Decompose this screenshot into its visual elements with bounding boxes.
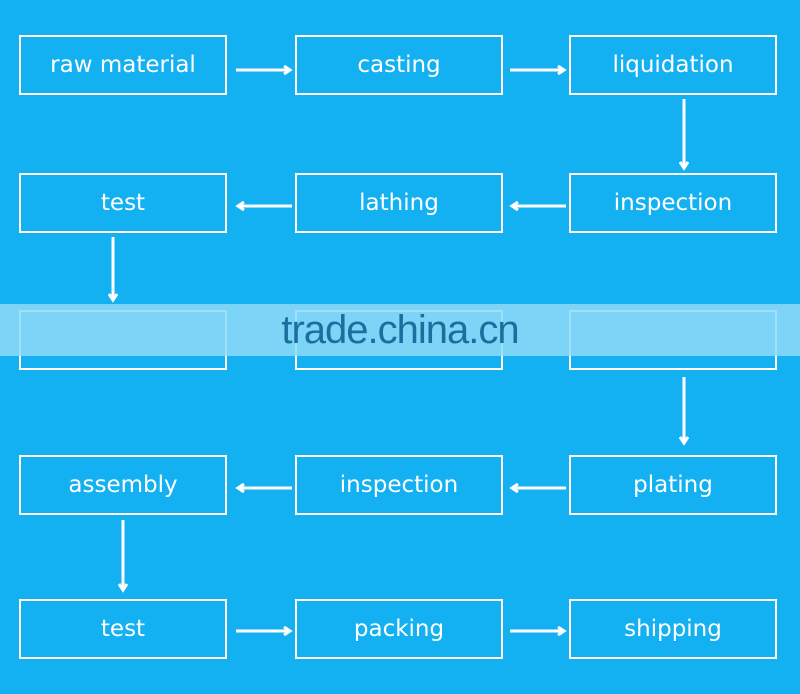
- step-raw-material: raw material: [19, 35, 227, 95]
- step-plating: plating: [569, 455, 777, 515]
- watermark-band: [0, 304, 800, 356]
- step-packing: packing: [295, 599, 503, 659]
- step-test-2: test: [19, 599, 227, 659]
- step-inspection-1: inspection: [569, 173, 777, 233]
- step-inspection-2: inspection: [295, 455, 503, 515]
- step-shipping: shipping: [569, 599, 777, 659]
- step-casting: casting: [295, 35, 503, 95]
- watermark-text: trade.china.cn: [281, 307, 519, 352]
- step-test-1: test: [19, 173, 227, 233]
- step-lathing: lathing: [295, 173, 503, 233]
- step-liquidation: liquidation: [569, 35, 777, 95]
- step-assembly: assembly: [19, 455, 227, 515]
